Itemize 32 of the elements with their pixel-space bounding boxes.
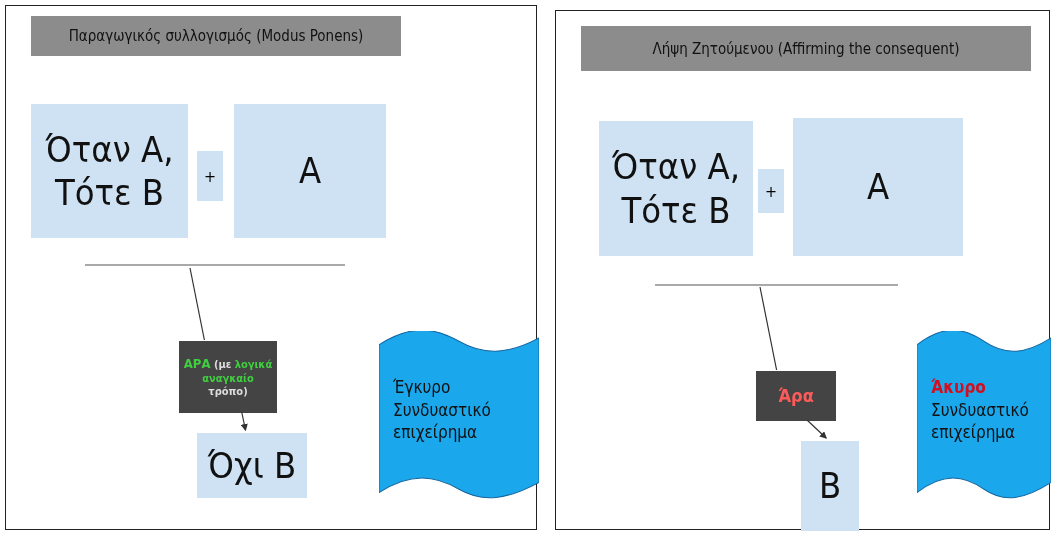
panel [5, 5, 537, 530]
title-text: Λήψη Ζητούμενου (Affirming the consequent) [652, 39, 960, 58]
verdict-text: Άκυρο Συνδυαστικό επιχείρημα [931, 375, 1030, 445]
premise-box [793, 118, 963, 256]
arrow [806, 419, 827, 439]
connector-line [189, 267, 205, 341]
premise-box [31, 104, 188, 238]
title-text: Παραγωγικός συλλογισμός (Modus Ponens) [68, 27, 364, 45]
conclusion-marker-box [756, 371, 836, 421]
statement-text: + [203, 166, 217, 186]
connector-line [759, 286, 778, 371]
title-bar [581, 26, 1031, 71]
conclusion-marker-text: ΑΡΑ (με λογικά αναγκαίο τρόπο) [182, 356, 274, 398]
verdict-text: Έγκυρο Συνδυαστικό επιχείρημα [393, 375, 492, 445]
statement-text: Α [866, 165, 890, 209]
statement-text: Όχι Β [207, 443, 297, 488]
title-bar [31, 16, 401, 56]
plus-box [197, 151, 223, 201]
panel [555, 10, 1050, 530]
premise-box [234, 104, 386, 238]
plus-box [758, 169, 784, 213]
conclusion-box [801, 441, 859, 531]
statement-text: Β [818, 464, 842, 508]
statement-text: + [764, 181, 778, 201]
premise-box [599, 121, 753, 256]
statement-text: Α [298, 149, 322, 193]
arrow [240, 411, 248, 432]
conclusion-box [197, 433, 307, 498]
conclusion-marker-text: Άρα [778, 385, 814, 407]
statement-text: Όταν Α, Τότε Β [611, 145, 741, 232]
statement-text: Όταν Α, Τότε Β [44, 127, 175, 215]
conclusion-marker-box [179, 341, 277, 413]
